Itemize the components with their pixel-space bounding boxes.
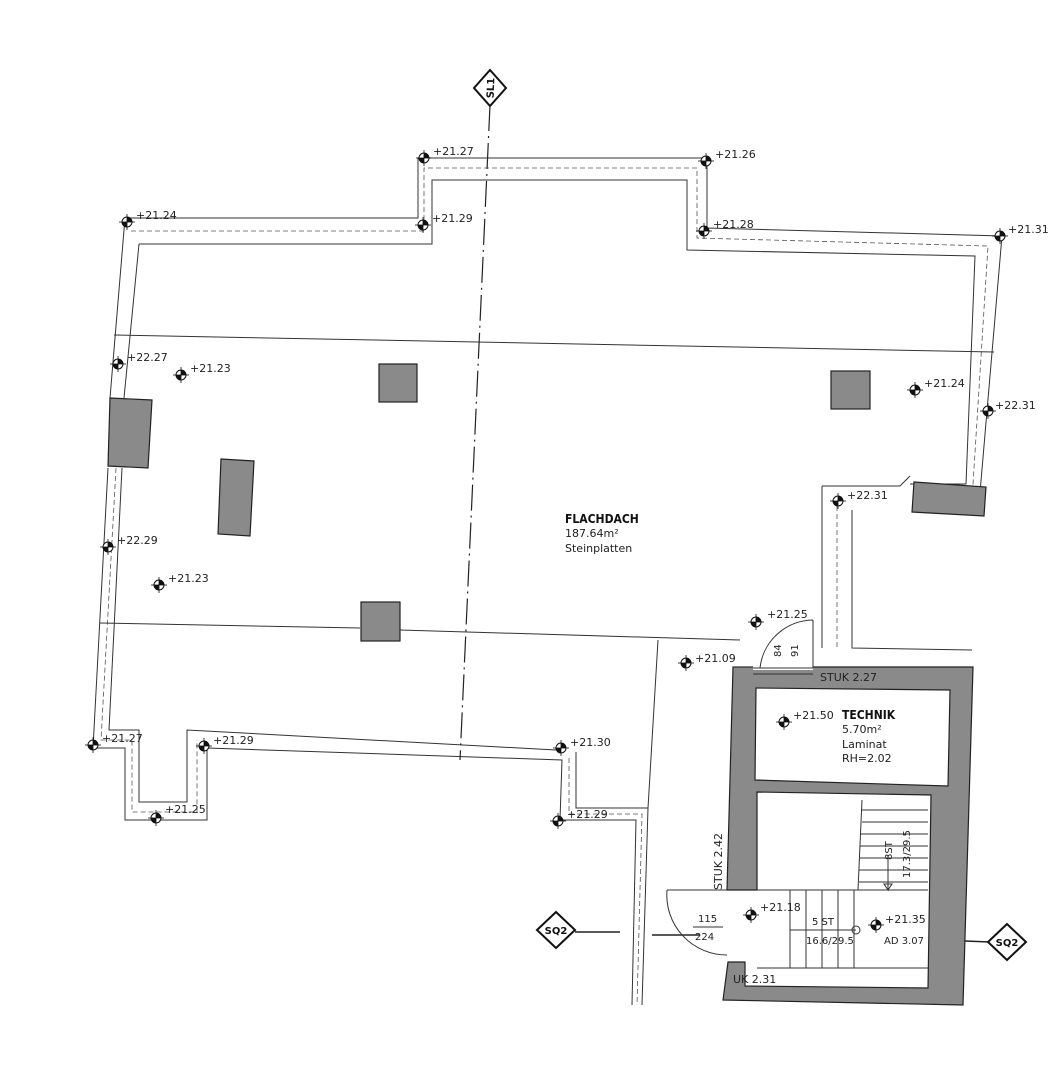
chimney-right (911, 481, 987, 517)
roof-blocks (107, 363, 987, 642)
vent-block (360, 601, 401, 642)
elevation-label: +21.18 (760, 901, 801, 914)
room-label-technik: TECHNIK 5.70m² Laminat RH=2.02 (842, 708, 896, 765)
elevation-label: +22.31 (995, 399, 1036, 412)
stair-lower-steps: 5 ST (812, 917, 835, 928)
room-height: RH=2.02 (842, 752, 892, 765)
elevation-label: +21.29 (213, 734, 254, 747)
elevation-label: +21.25 (767, 608, 808, 621)
dim-224: 224 (695, 932, 714, 943)
annotations: STUK 2.27 STUK 2.42 UK 2.31 84 91 115 22… (693, 644, 924, 986)
uk-label: UK 2.31 (733, 973, 776, 986)
door-dim-84: 84 (773, 644, 784, 657)
elevation-label: +21.24 (924, 377, 965, 390)
elevation-label: +22.31 (847, 489, 888, 502)
elevation-label: +21.35 (885, 913, 926, 926)
room-name: TECHNIK (842, 708, 896, 722)
chimney-left (107, 397, 153, 469)
stair-upper-steps: 8ST (884, 840, 895, 860)
sq2-left-label: SQ2 (545, 926, 568, 937)
room-label-flachdach: FLACHDACH 187.64m² Steinplatten (565, 512, 639, 555)
sq2-left-marker (535, 910, 577, 950)
dim-115: 115 (698, 914, 717, 925)
elevation-label: +21.50 (793, 709, 834, 722)
sl1-label: SL1 (486, 78, 498, 99)
elevation-label: +21.29 (567, 808, 608, 821)
stair-lower (757, 889, 928, 969)
stair-upper (857, 799, 928, 892)
roof-outline (92, 157, 1003, 1006)
elevation-label: +22.27 (127, 351, 168, 364)
skylight (217, 458, 255, 537)
stair-upper-ratio: 17.3/29.5 (902, 830, 913, 878)
vent-block (378, 363, 418, 403)
room-material: Steinplatten (565, 542, 632, 555)
room-area: 5.70m² (842, 723, 882, 736)
stair-tower (666, 619, 974, 1006)
door-dim-91: 91 (790, 644, 801, 657)
elevation-label: +21.23 (168, 572, 209, 585)
section-line-sl1: SL1 (459, 68, 508, 761)
elevation-markers: +21.27 +21.26 +21.24 +21.29 +21.28 +21.3… (84, 145, 1049, 934)
elevation-label: +21.25 (165, 803, 206, 816)
stuk-side-label: STUK 2.42 (712, 833, 725, 890)
room-area: 187.64m² (565, 527, 619, 540)
sq2-right-marker (986, 922, 1028, 962)
elevation-label: +21.23 (190, 362, 231, 375)
elevation-label: +21.28 (713, 218, 754, 231)
stuk-top-label: STUK 2.27 (820, 671, 877, 684)
elevation-label: +22.29 (117, 534, 158, 547)
elevation-label: +21.26 (715, 148, 756, 161)
elevation-label: +21.29 (432, 212, 473, 225)
elevation-label: +21.30 (570, 736, 611, 749)
elevation-label: +21.31 (1008, 223, 1049, 236)
sq2-right-label: SQ2 (996, 938, 1019, 949)
room-name: FLACHDACH (565, 512, 639, 526)
vent-block (830, 370, 871, 410)
elevation-label: +21.24 (136, 209, 177, 222)
elevation-label: +21.27 (102, 732, 143, 745)
elevation-label: +21.09 (695, 652, 736, 665)
ad-label: AD 3.07 (884, 936, 924, 947)
room-material: Laminat (842, 738, 887, 751)
elevation-label: +21.27 (433, 145, 474, 158)
stair-lower-ratio: 16.6/29.5 (806, 936, 854, 947)
